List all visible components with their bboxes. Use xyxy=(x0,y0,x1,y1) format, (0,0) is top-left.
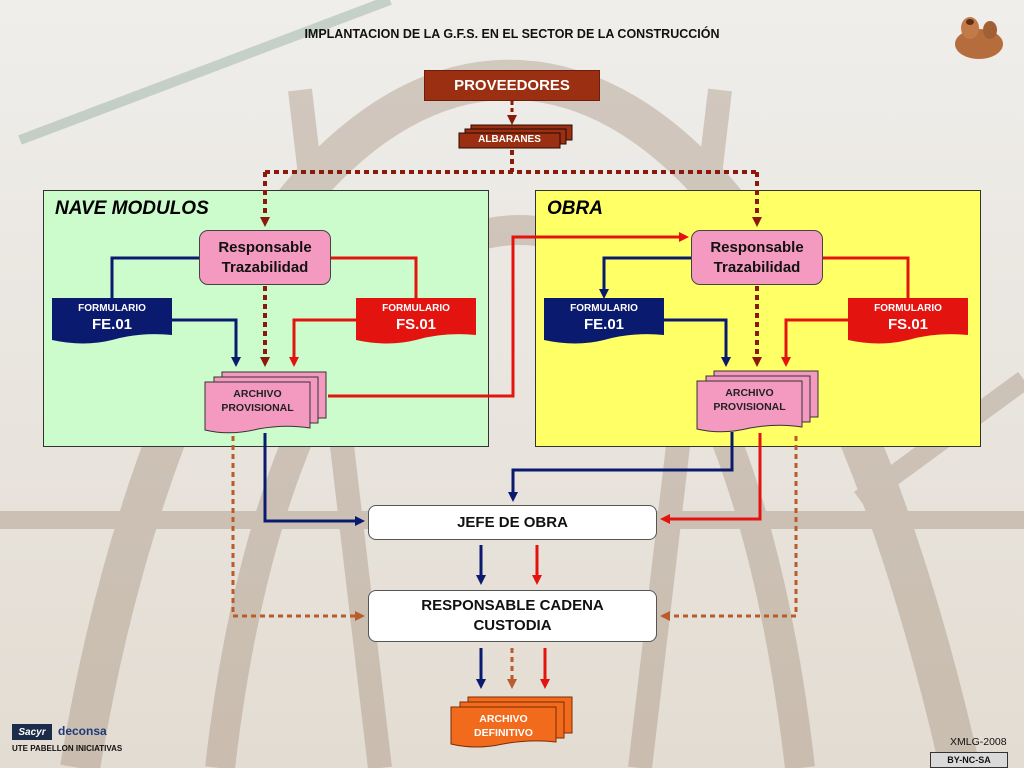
left-fe-to-archivo xyxy=(172,318,241,367)
right-responsable-line1: Responsable xyxy=(710,238,804,256)
left-fs-shape xyxy=(356,298,476,344)
right-responsable-line2: Trazabilidad xyxy=(713,258,801,276)
right-archivo-line1: ARCHIVO xyxy=(725,387,774,399)
right-fe-to-archivo xyxy=(664,318,731,367)
left-archivo-to-jefe xyxy=(263,433,365,526)
cadena-line2: CUSTODIA xyxy=(473,617,552,634)
left-form-fs-big: FS.01 xyxy=(395,316,437,333)
left-archivo-provisional: ARCHIVO PROVISIONAL xyxy=(205,387,310,415)
right-fs-shape xyxy=(848,298,968,344)
right-archivo-to-cadena xyxy=(660,436,798,621)
right-form-fs: FORMULARIO FS.01 xyxy=(848,303,968,333)
right-fe-shape xyxy=(544,298,664,344)
albaranes-shape xyxy=(458,124,573,149)
sacyr-logo: Sacyr xyxy=(12,724,52,740)
panel-title-obra: OBRA xyxy=(547,198,603,219)
right-archivo-line2: PROVISIONAL xyxy=(713,401,786,413)
right-form-fe: FORMULARIO FE.01 xyxy=(544,303,664,333)
right-form-fs-big: FS.01 xyxy=(887,316,929,333)
responsable-cadena-custodia-box: RESPONSABLE CADENA CUSTODIA xyxy=(368,590,657,642)
right-responsable-trazabilidad: Responsable Trazabilidad xyxy=(691,230,823,285)
albaranes-label: ALBARANES xyxy=(478,134,541,145)
clay-figure-icon xyxy=(955,17,1003,59)
archivo-definitivo-shape xyxy=(450,696,573,748)
right-archivo-provisional: ARCHIVO PROVISIONAL xyxy=(697,386,802,414)
archivo-definitivo: ARCHIVO DEFINITIVO xyxy=(451,712,556,740)
left-form-fe: FORMULARIO FE.01 xyxy=(52,303,172,333)
left-archivo-line2: PROVISIONAL xyxy=(221,402,294,414)
right-archivo-shape xyxy=(696,370,819,433)
xmlg-label: XMLG-2008 xyxy=(950,736,1007,748)
left-archivo-to-cadena xyxy=(231,436,365,621)
right-resp-to-fs xyxy=(823,256,910,300)
right-resp-to-fe xyxy=(599,256,691,299)
archivo-def-line2: DEFINITIVO xyxy=(474,727,533,739)
right-form-fe-big: FE.01 xyxy=(583,316,625,333)
right-form-fe-small: FORMULARIO xyxy=(570,303,638,314)
creative-commons-badge: BY-NC-SA xyxy=(930,752,1008,768)
right-fs-to-archivo xyxy=(781,318,848,367)
left-resp-to-fe xyxy=(110,256,199,300)
right-archivo-to-jefe-navy xyxy=(508,432,734,502)
left-form-fe-big: FE.01 xyxy=(91,316,133,333)
archivo-def-line1: ARCHIVO xyxy=(479,713,528,725)
jefe-de-obra-box: JEFE DE OBRA xyxy=(368,505,657,540)
left-responsable-line1: Responsable xyxy=(218,238,312,256)
left-resp-to-fs xyxy=(331,256,418,300)
left-fs-to-archivo xyxy=(289,318,356,367)
proveedores-box: PROVEEDORES xyxy=(424,70,600,101)
page-title: IMPLANTACION DE LA G.F.S. EN EL SECTOR D… xyxy=(304,27,720,41)
left-archivo-to-right-responsable xyxy=(328,232,689,398)
panel-title-nave-modulos: NAVE MODULOS xyxy=(55,198,209,219)
left-fe-shape xyxy=(52,298,172,344)
left-form-fe-small: FORMULARIO xyxy=(78,303,146,314)
left-responsable-trazabilidad: Responsable Trazabilidad xyxy=(199,230,331,285)
ute-label: UTE PABELLON INICIATIVAS xyxy=(12,744,123,753)
left-archivo-shape xyxy=(204,371,327,434)
left-archivo-line1: ARCHIVO xyxy=(233,388,282,400)
cadena-line1: RESPONSABLE CADENA xyxy=(421,597,604,614)
right-archivo-to-jefe-red xyxy=(660,433,762,524)
left-form-fs: FORMULARIO FS.01 xyxy=(356,303,476,333)
dotted-albaranes-split xyxy=(265,150,757,174)
left-form-fs-small: FORMULARIO xyxy=(382,303,450,314)
right-form-fs-small: FORMULARIO xyxy=(874,303,942,314)
left-responsable-line2: Trazabilidad xyxy=(221,258,309,276)
deconsa-logo: deconsa xyxy=(58,724,107,738)
